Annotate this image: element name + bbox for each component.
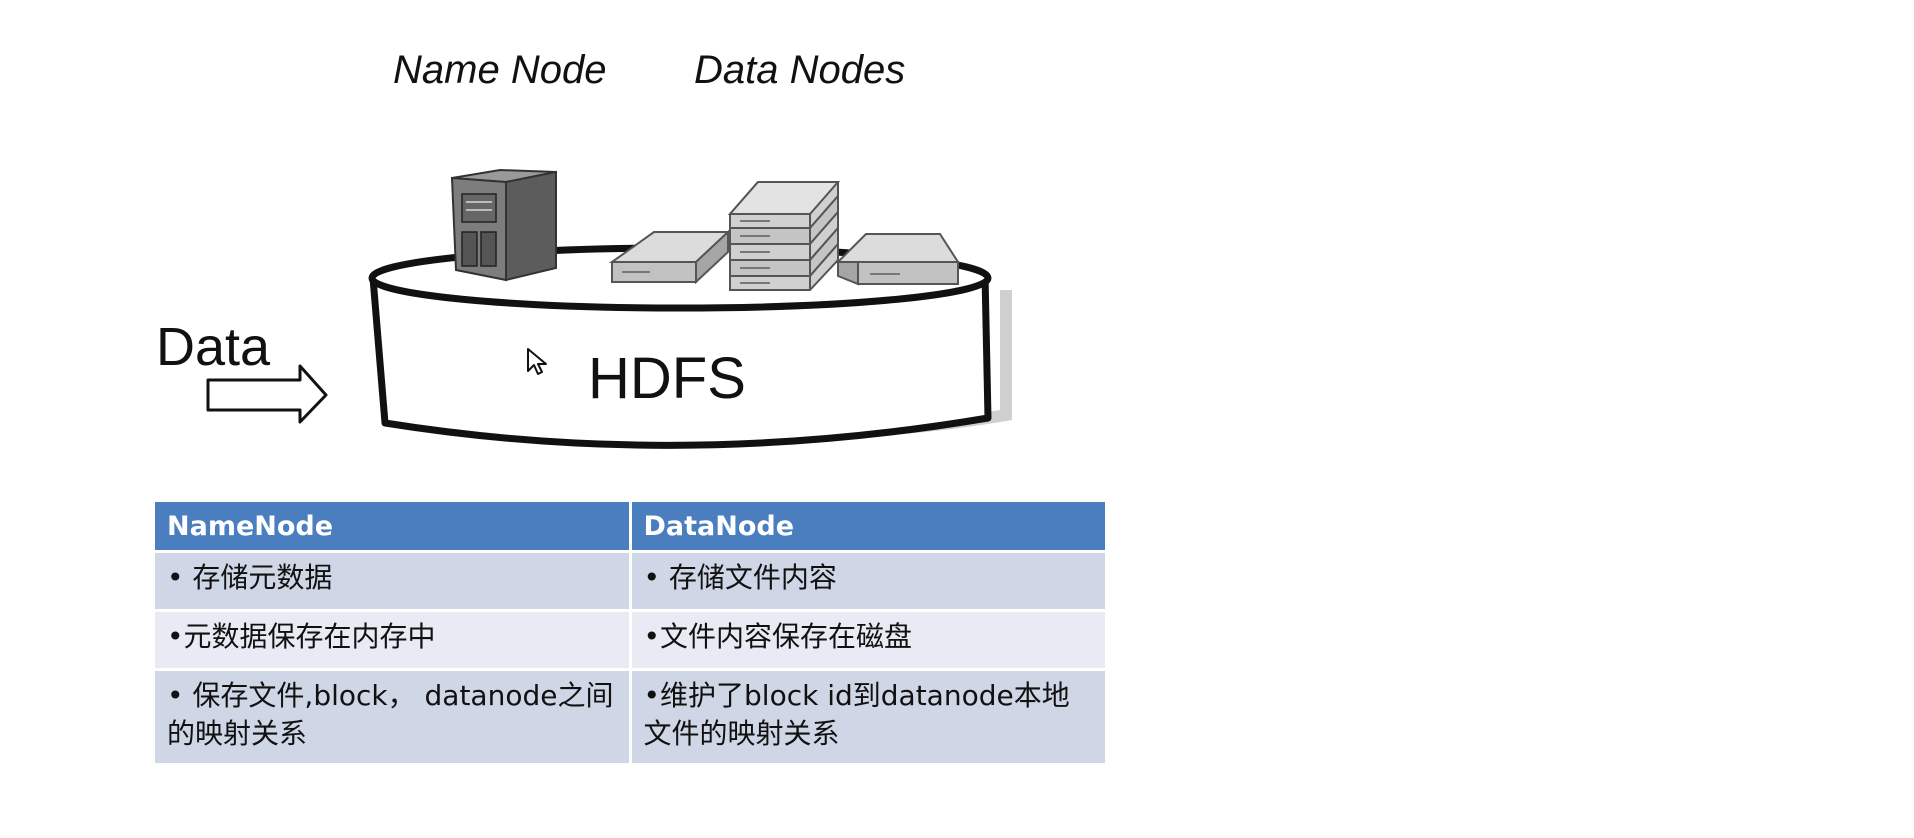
table-row: • 保存文件,block， datanode之间的映射关系 •维护了block … [155,669,1105,766]
header-namenode: NameNode [155,502,632,553]
table-cell: •文件内容保存在磁盘 [630,610,1105,671]
hdfs-diagram [206,168,1012,449]
arrow-right-icon [206,364,328,424]
header-datanode: DataNode [630,502,1105,553]
table-row: •元数据保存在内存中 •文件内容保存在磁盘 [155,610,1105,671]
data-label: Data [156,317,271,377]
table-row: • 存储元数据 • 存储文件内容 [155,551,1105,612]
server-tower-icon [450,168,557,282]
rack-server-icon [835,233,960,286]
data-nodes-label: Data Nodes [694,48,906,92]
rack-server-icon [608,229,731,285]
mouse-cursor-icon [527,348,547,375]
table-cell: •维护了block id到datanode本地文件的映射关系 [630,669,1105,766]
comparison-table: NameNode DataNode • 存储元数据 • 存储文件内容 •元数据保… [155,502,1105,766]
table-cell: • 存储文件内容 [630,551,1105,612]
table-cell: • 保存文件,block， datanode之间的映射关系 [155,669,632,766]
hdfs-label: HDFS [588,346,746,411]
rack-server-icon [727,181,841,291]
table-cell: •元数据保存在内存中 [155,610,632,671]
table-cell: • 存储元数据 [155,551,632,612]
table-header-row: NameNode DataNode [155,502,1105,553]
name-node-label: Name Node [393,48,607,92]
